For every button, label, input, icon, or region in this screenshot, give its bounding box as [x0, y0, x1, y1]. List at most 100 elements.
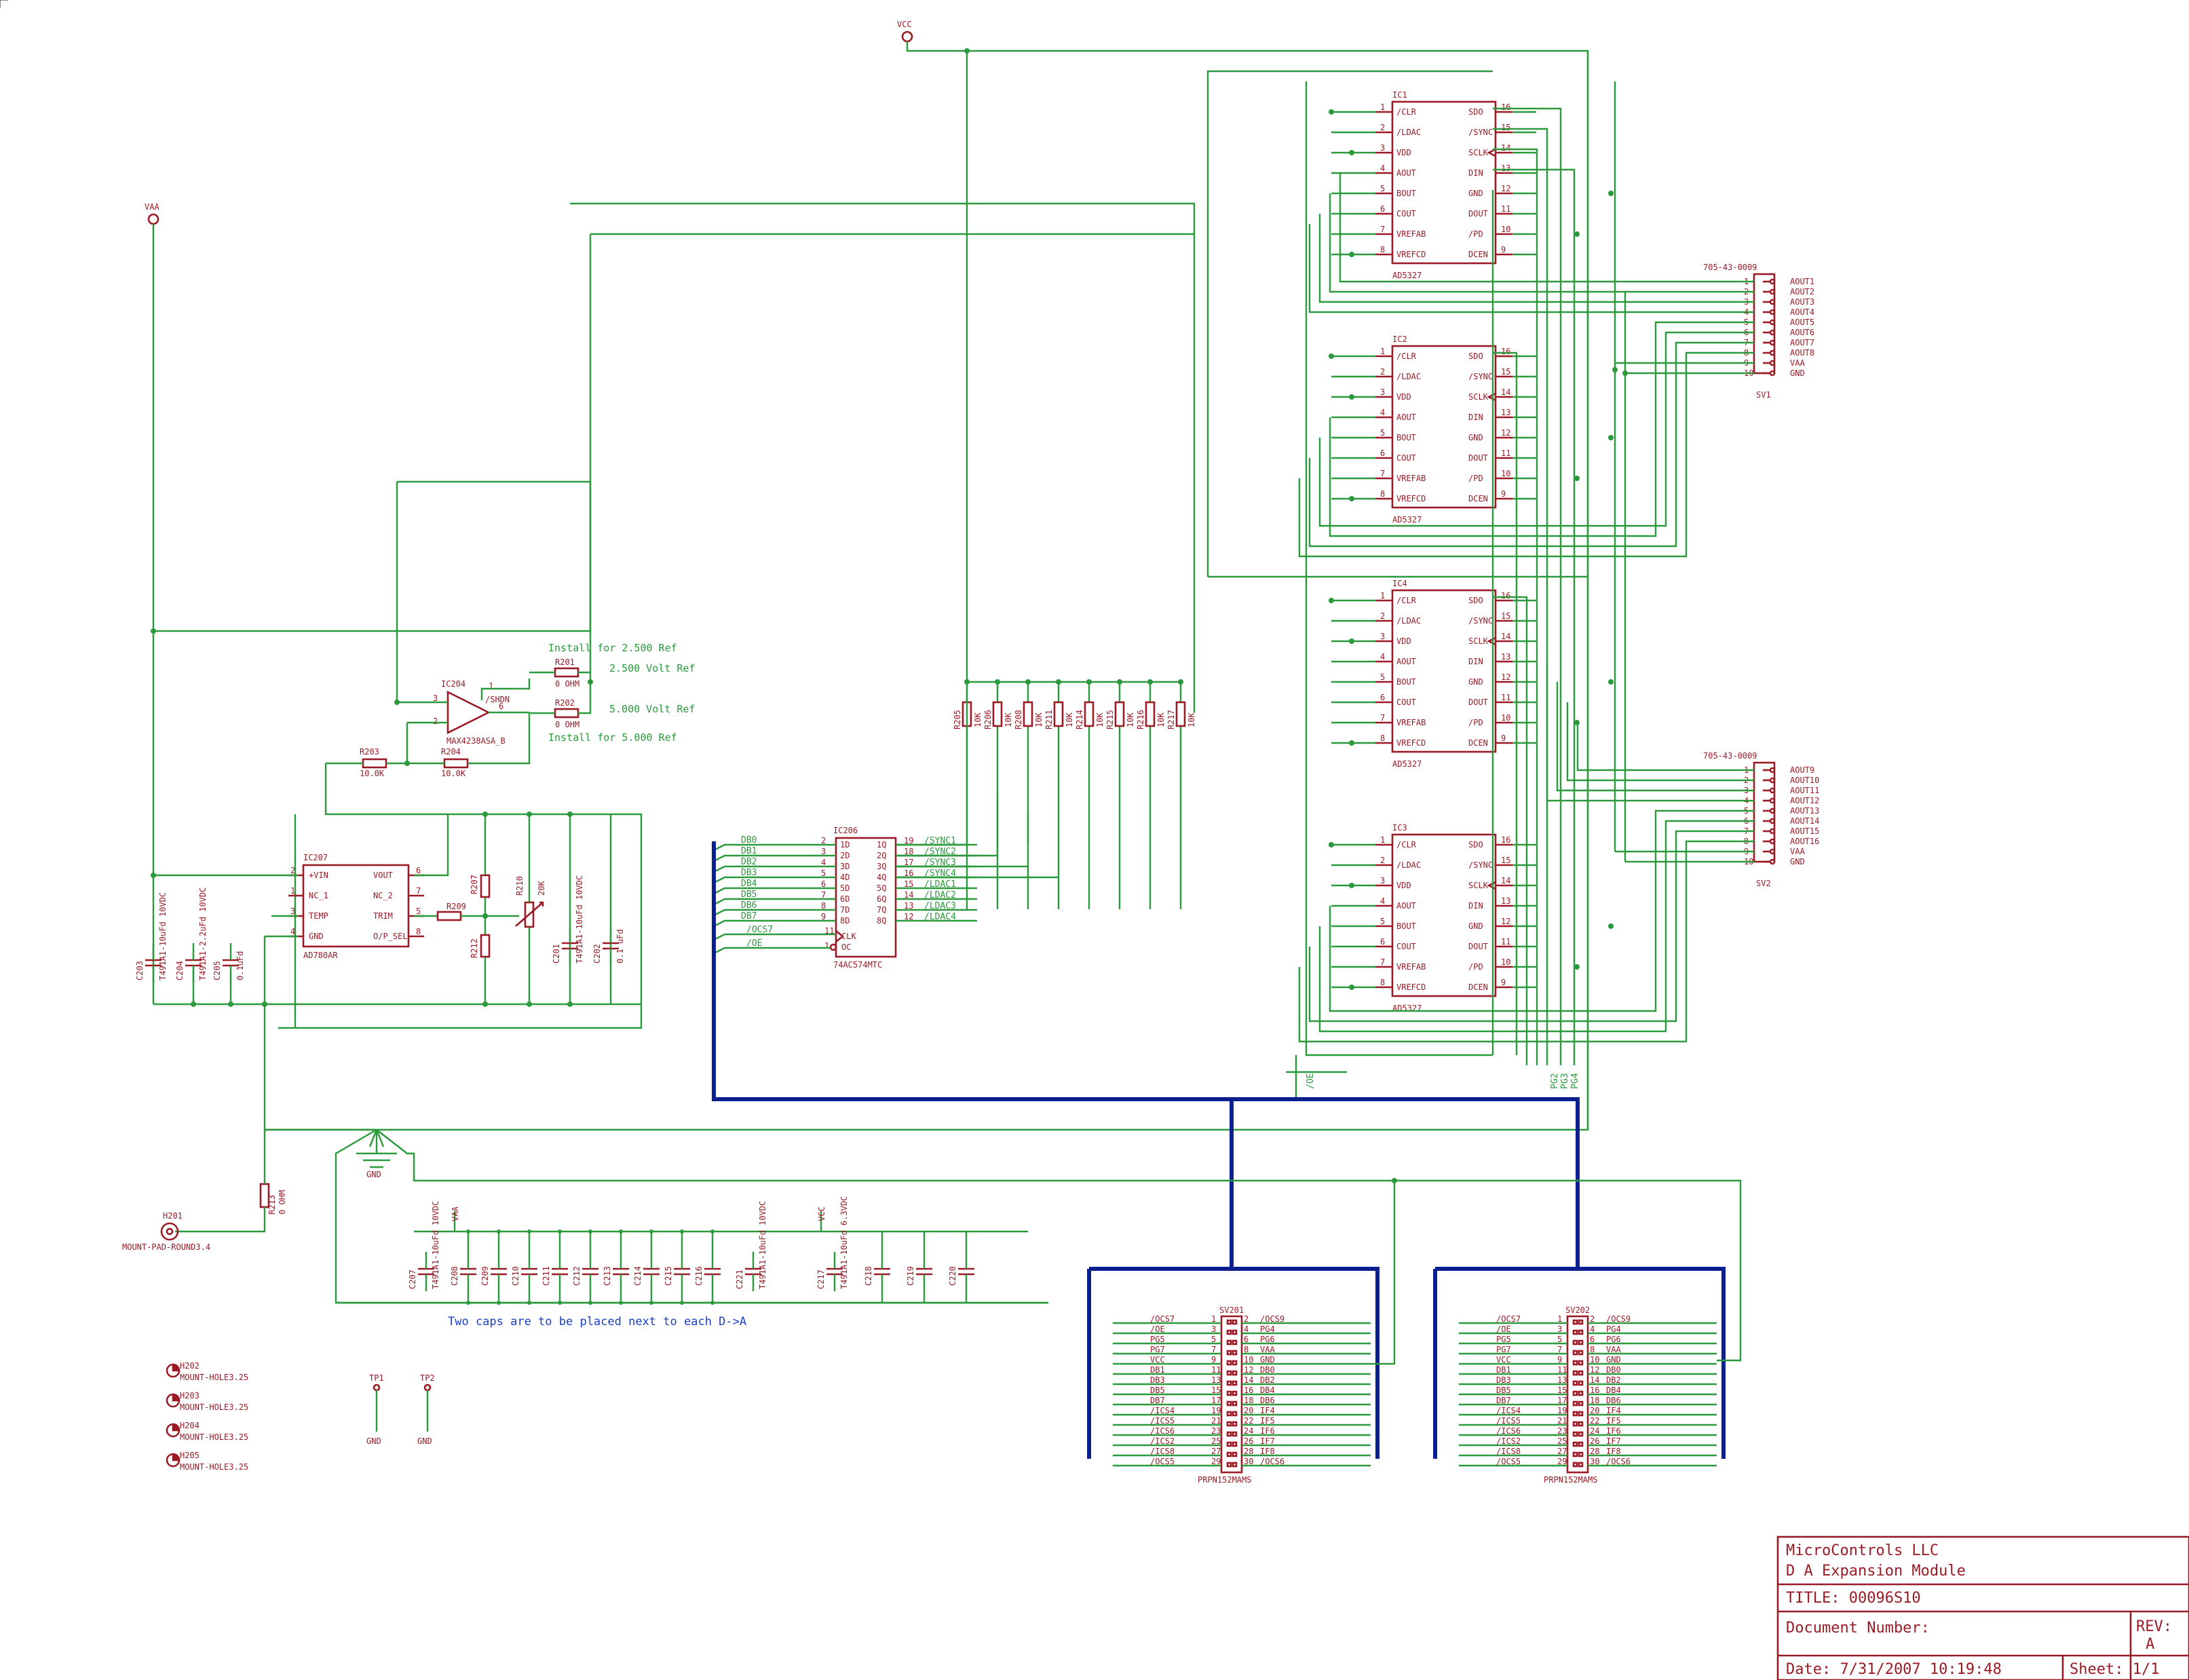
sv201-pin-num: 4: [1244, 1324, 1249, 1334]
tb-rev: A: [2146, 1636, 2154, 1653]
db-wire: [713, 909, 836, 917]
ic1-pin-num: 16: [1501, 102, 1510, 112]
sv201-pin-num: 30: [1244, 1457, 1253, 1466]
sv202-right-label: /OCS6: [1606, 1457, 1631, 1466]
ic4-pin-num: 8: [1380, 733, 1385, 743]
sv202-pin-num: 26: [1590, 1436, 1599, 1446]
sv202-pin: [1578, 1441, 1584, 1447]
ic206-pin-label: 8Q: [877, 916, 886, 925]
ic4-pin-num: 3: [1380, 632, 1385, 641]
hole-value: MOUNT-HOLE3.25: [180, 1432, 248, 1442]
sv202-pin-num: 19: [1557, 1406, 1567, 1415]
sync-label: /LDAC4: [924, 912, 956, 922]
sv201-pin: [1232, 1339, 1238, 1345]
sv201-pin-num: 21: [1211, 1416, 1221, 1426]
ic206-pin-label: 7Q: [877, 905, 886, 915]
sv202-pin-num: 23: [1557, 1426, 1567, 1436]
db-label: DB1: [741, 846, 757, 856]
sv202-pin: [1572, 1329, 1578, 1335]
r202-value: 0 OHM: [555, 720, 579, 729]
ic1-pin-num: 3: [1380, 143, 1385, 153]
sv202-left-label: VCC: [1496, 1355, 1511, 1364]
sv202-pin: [1572, 1339, 1578, 1345]
sv202-pin: [1578, 1350, 1584, 1356]
sv202-right-label: GND: [1606, 1355, 1621, 1364]
sv2-pin-label: AOUT10: [1790, 776, 1819, 785]
sv201-pin: [1232, 1350, 1238, 1356]
gnd-label-2: GND: [366, 1436, 381, 1446]
ic1-pin-num: 7: [1380, 225, 1385, 234]
ic2-pin-label: VREFCD: [1396, 494, 1426, 503]
sv202-pin: [1572, 1431, 1578, 1437]
rpack-value: 10K: [1004, 712, 1013, 727]
sv1-pin-hole: [1769, 309, 1776, 316]
ic1-pin-label: AOUT: [1396, 168, 1416, 178]
sync-label: /SYNC2: [924, 847, 956, 857]
ic206-clk-num: 11: [824, 926, 834, 936]
sv201-pin-num: 17: [1211, 1396, 1221, 1405]
ic1-part: AD5327: [1392, 271, 1422, 280]
sv201-right-label: DB4: [1260, 1386, 1275, 1395]
ic207-name: IC207: [303, 853, 328, 862]
sv202-pin-num: 5: [1557, 1335, 1562, 1344]
sv2-pin-label: AOUT14: [1790, 816, 1819, 826]
vcc-label: VCC: [897, 20, 912, 29]
sv202-pin-num: 29: [1557, 1457, 1567, 1466]
sv202-pin: [1578, 1431, 1584, 1437]
ic2-pin-num: 16: [1501, 347, 1510, 356]
ic206-pin-label: 1Q: [877, 840, 886, 849]
sv2-pin-hole: [1769, 767, 1776, 774]
ic2-pin-label: /SYNC: [1468, 372, 1493, 381]
sv201-pin-num: 7: [1211, 1345, 1216, 1354]
ic206-pin-num: 3: [821, 847, 826, 856]
ic4-pin-num: 4: [1380, 652, 1385, 662]
junction: [649, 1301, 653, 1305]
db-label: DB0: [741, 835, 757, 845]
sync-label: /SYNC4: [924, 868, 956, 879]
ic3-pin-label: /CLR: [1396, 840, 1417, 849]
sv202-pin: [1572, 1441, 1578, 1447]
sv202-pin: [1572, 1380, 1578, 1386]
cap-name: C201: [552, 944, 561, 963]
hole-value: MOUNT-HOLE3.25: [180, 1462, 248, 1472]
junction: [1608, 435, 1614, 440]
capacitor: [874, 1267, 890, 1276]
ic3-pin-label: SDO: [1468, 840, 1483, 849]
sv201-pin-num: 19: [1211, 1406, 1221, 1415]
oe-label: /OE: [746, 938, 762, 949]
sv201-right-label: DB2: [1260, 1375, 1275, 1385]
oe-vert-label: /OE: [1306, 1073, 1316, 1089]
ic4-pin-label: AOUT: [1396, 657, 1416, 666]
junction: [1349, 252, 1354, 257]
capacitor: [552, 1267, 568, 1276]
sync-label: /SYNC3: [924, 858, 956, 868]
capacitor: [643, 1267, 660, 1276]
sv201-pin: [1232, 1390, 1238, 1396]
sv202-left-label: DB1: [1496, 1365, 1511, 1375]
sv202-right-label: DB4: [1606, 1386, 1621, 1395]
tp2-label: TP2: [420, 1373, 435, 1383]
sv202-pin-num: 7: [1557, 1345, 1562, 1354]
sv201-pin: [1226, 1462, 1232, 1468]
ic206-pin-label: 5Q: [877, 883, 886, 893]
sv201-pin-num: 13: [1211, 1375, 1221, 1385]
ic3-pin-label: AOUT: [1396, 901, 1416, 911]
ic206-pin-num: 16: [904, 868, 913, 878]
cap-name: C212: [572, 1266, 582, 1286]
rpack-name: R208: [1014, 710, 1023, 729]
sv2-pin-label: AOUT9: [1790, 765, 1814, 775]
gnd-label-3: GND: [417, 1436, 432, 1446]
sv2-pin-hole: [1769, 787, 1776, 794]
sv201-name: SV201: [1219, 1305, 1244, 1315]
sv202-right-label: /OCS9: [1606, 1314, 1631, 1324]
sv1-pin-hole: [1769, 319, 1776, 326]
ic2-pin-num: 14: [1501, 387, 1510, 397]
ic206-pin-num: 15: [904, 879, 913, 889]
ic1-name: IC1: [1392, 90, 1407, 100]
junction: [558, 1301, 562, 1305]
note-volt-25: 2.500 Volt Ref: [609, 662, 695, 674]
sv1-pin-hole: [1769, 288, 1776, 295]
sv1-pin-hole: [1769, 370, 1776, 377]
ic2-pin-label: AOUT: [1396, 413, 1416, 422]
sv201-pin-num: 15: [1211, 1386, 1221, 1395]
